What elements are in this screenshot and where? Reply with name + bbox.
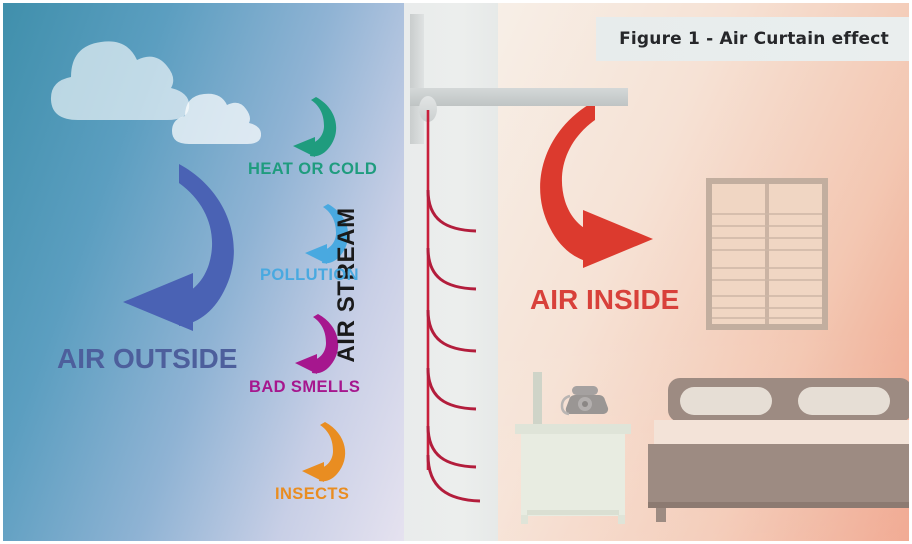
air-curtain-unit — [410, 88, 628, 106]
figure-title: Figure 1 - Air Curtain effect — [619, 29, 889, 49]
nightstand — [513, 368, 633, 526]
air-inside-arrow-icon — [523, 98, 669, 268]
rotary-telephone — [559, 380, 609, 422]
bad-smells-arrow-icon — [288, 312, 344, 374]
cloud-icon — [48, 34, 193, 124]
air-inside-label: AIR INSIDE — [530, 284, 680, 315]
bad-smells-label: BAD SMELLS — [249, 378, 361, 396]
air-stream-lines — [404, 100, 514, 520]
heat-or-cold-label: HEAT OR COLD — [248, 160, 378, 178]
window-blinds — [706, 178, 828, 330]
air-stream-label: AIR STREAM — [333, 207, 360, 363]
cloud-icon — [171, 89, 261, 147]
air-outside-label: AIR OUTSIDE — [57, 343, 238, 374]
insects-arrow-icon — [295, 420, 351, 482]
bed — [648, 378, 912, 528]
pollution-label: POLLUTION — [260, 266, 359, 284]
air-curtain-nozzle — [419, 96, 437, 122]
air-outside-arrow-icon — [101, 161, 247, 331]
pollution-arrow-icon — [298, 202, 354, 264]
heat-or-cold-arrow-icon — [286, 95, 342, 157]
insects-label: INSECTS — [275, 485, 350, 503]
figure-title-banner: Figure 1 - Air Curtain effect — [596, 17, 912, 61]
